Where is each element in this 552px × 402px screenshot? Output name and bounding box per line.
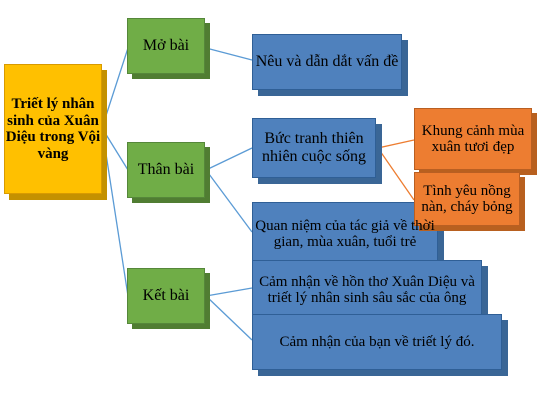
detail-than-bai-2-label: Quan niệm của tác giả về thời gian, mùa … — [255, 217, 435, 251]
detail-ket-bai-2: Cảm nhận của bạn về triết lý đó. — [252, 314, 502, 370]
connector-than-bai-detail-1 — [205, 147, 253, 171]
section-ket-bai-label: Kết bài — [142, 287, 190, 305]
sub-detail-canh: Khung cảnh mùa xuân tươi đẹp — [414, 108, 532, 170]
connector-ket-bai-detail-1 — [205, 287, 253, 297]
sub-detail-canh-label: Khung cảnh mùa xuân tươi đẹp — [421, 122, 525, 156]
detail-than-bai-2: Quan niệm của tác giả về thời gian, mùa … — [252, 202, 438, 266]
root-topic-label: Triết lý nhân sinh của Xuân Diệu trong V… — [5, 96, 101, 162]
section-mo-bai: Mở bài — [127, 18, 205, 74]
section-mo-bai-label: Mở bài — [142, 37, 190, 55]
connector-detail-canh — [377, 139, 415, 149]
section-ket-bai: Kết bài — [127, 268, 205, 324]
section-than-bai-label: Thân bài — [137, 161, 195, 179]
detail-than-bai-1-label: Bức tranh thiên nhiên cuộc sống — [262, 130, 366, 165]
connector-detail-tinh-yeu — [377, 147, 415, 201]
connector-than-bai-detail-2 — [205, 169, 253, 233]
detail-mo-bai-label: Nêu và dẫn dắt vấn đề — [255, 53, 399, 71]
connector-root-mo-bai — [101, 47, 129, 129]
detail-ket-bai-1: Cảm nhận về hồn thơ Xuân Diệu và triết l… — [252, 260, 482, 320]
detail-than-bai-1: Bức tranh thiên nhiên cuộc sống — [252, 118, 376, 178]
sub-detail-tinh-yeu-label: Tình yêu nồng nàn, cháy bỏng — [421, 182, 513, 216]
section-than-bai: Thân bài — [127, 142, 205, 198]
connector-mo-bai-detail — [205, 47, 253, 61]
sub-detail-tinh-yeu: Tình yêu nồng nàn, cháy bỏng — [414, 172, 520, 226]
connector-ket-bai-detail-2 — [205, 295, 253, 341]
detail-ket-bai-1-label: Cảm nhận về hồn thơ Xuân Diệu và triết l… — [259, 273, 475, 307]
detail-ket-bai-2-label: Cảm nhận của bạn về triết lý đó. — [279, 333, 475, 350]
detail-mo-bai: Nêu và dẫn dắt vấn đề — [252, 34, 402, 90]
connector-root-than-bai — [101, 127, 129, 171]
root-topic-box: Triết lý nhân sinh của Xuân Diệu trong V… — [4, 64, 102, 194]
connector-root-ket-bai — [101, 127, 129, 297]
